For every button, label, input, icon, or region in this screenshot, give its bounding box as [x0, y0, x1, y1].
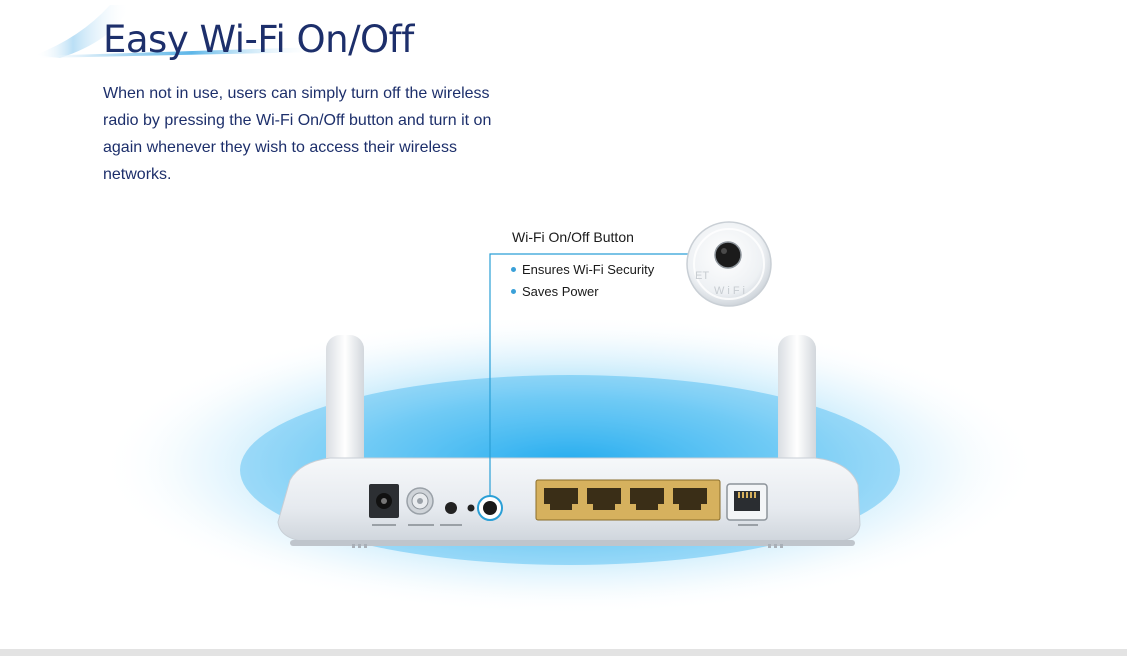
svg-text:WiFi: WiFi: [714, 285, 748, 297]
page-title: Easy Wi-Fi On/Off: [103, 18, 414, 61]
bullet-icon: [511, 289, 516, 294]
ethernet-port-icon: [535, 479, 721, 521]
callout-list: Ensures Wi-Fi Security Saves Power: [511, 259, 654, 303]
callout-title: Wi-Fi On/Off Button: [512, 229, 634, 245]
feature-description: When not in use, users can simply turn o…: [103, 85, 492, 183]
callout-connector: [489, 253, 693, 496]
bullet-icon: [511, 267, 516, 272]
svg-text:ET: ET: [695, 270, 709, 282]
power-jack-icon: [369, 484, 399, 518]
wifi-onoff-button-icon: [477, 495, 503, 521]
title-swoosh: [0, 0, 460, 62]
footer-divider: [0, 649, 1127, 656]
power-button-icon: [406, 487, 434, 515]
callout-item-label: Ensures Wi-Fi Security: [522, 262, 655, 277]
callout-item-label: Saves Power: [522, 284, 599, 299]
callout-item: Saves Power: [511, 281, 654, 303]
wifi-button-zoom: ET WiFi: [686, 221, 772, 307]
callout-item: Ensures Wi-Fi Security: [511, 259, 654, 281]
phone-line-port-icon: [726, 483, 768, 521]
